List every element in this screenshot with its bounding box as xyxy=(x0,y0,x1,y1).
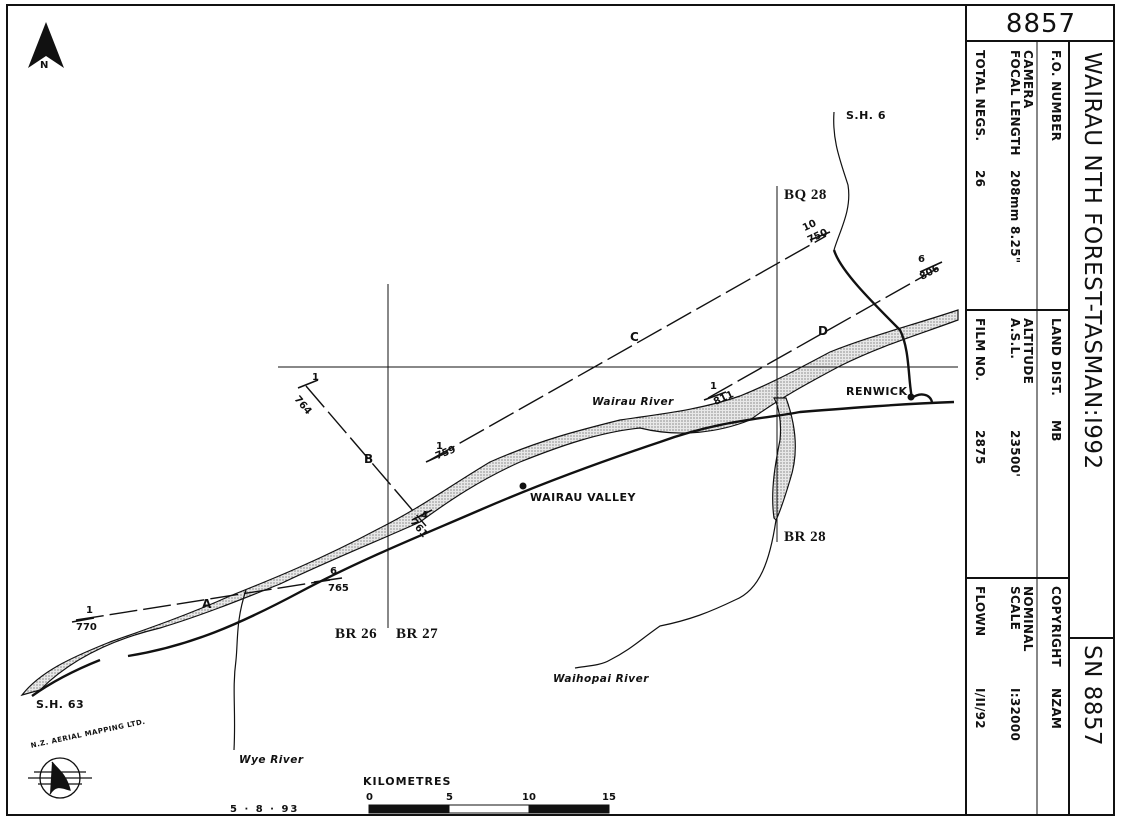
nominal-label: NOMINAL xyxy=(1021,586,1035,652)
scale-label: SCALE xyxy=(1008,586,1022,631)
sh6-road xyxy=(832,249,914,399)
run-b-start-frame: 1 xyxy=(312,372,319,383)
run-d-line xyxy=(707,267,939,399)
wye-river xyxy=(233,589,247,751)
grid-br27: BR 27 xyxy=(396,626,439,642)
run-d-end-frame: 6 xyxy=(918,254,925,265)
wairau-river xyxy=(20,309,959,697)
sh6-river xyxy=(833,111,850,251)
grid-lines xyxy=(278,186,958,628)
scale-tick-10: 10 xyxy=(522,792,536,803)
waihopai-river xyxy=(574,519,777,669)
copyright-value: NZAM xyxy=(1049,688,1063,730)
flown-label: FLOWN xyxy=(973,586,987,637)
total-negs-value: 26 xyxy=(973,170,987,188)
wye-river-label: Wye River xyxy=(239,754,304,766)
altitude-label: ALTITUDE xyxy=(1021,318,1035,385)
run-c-start-frame: 1 xyxy=(436,441,443,452)
land-dist-value: MB xyxy=(1049,420,1063,442)
aerial-mapping-logo xyxy=(28,757,92,799)
title-block-lines xyxy=(965,4,1115,816)
film-no-value: 2875 xyxy=(973,430,987,465)
run-d-label: D xyxy=(818,324,828,338)
grid-br26: BR 26 xyxy=(335,626,378,642)
run-b-end-frame: 4 xyxy=(421,510,428,521)
scale-title: KILOMETRES xyxy=(363,775,452,788)
film-no-label: FILM NO. xyxy=(973,318,987,382)
sheet-number: 8857 xyxy=(1005,9,1077,39)
north-label: N xyxy=(40,60,49,71)
camera-label: CAMERA xyxy=(1021,50,1035,109)
run-a-end-frame: 6 xyxy=(330,566,337,577)
grid-br28: BR 28 xyxy=(784,529,827,545)
scale-tick-15: 15 xyxy=(602,792,616,803)
run-a-label: A xyxy=(202,597,212,611)
wairau-valley-dot xyxy=(519,482,527,490)
sh6-label: S.H. 6 xyxy=(846,109,886,122)
wairau-river-label: Wairau River xyxy=(592,396,674,408)
renwick-label: RENWICK xyxy=(846,385,908,398)
scale-bar xyxy=(368,804,610,814)
run-a-start-neg: 770 xyxy=(76,622,97,633)
wairau-valley-label: WAIRAU VALLEY xyxy=(530,491,636,504)
roads xyxy=(31,249,955,697)
north-arrow-icon xyxy=(28,22,64,68)
flown-value: I/II/92 xyxy=(973,688,987,729)
altitude-value: 23500' xyxy=(1008,430,1022,478)
sheet-sn: SN 8857 xyxy=(1079,645,1105,747)
scale-tick-0: 0 xyxy=(366,792,373,803)
run-a-line xyxy=(75,579,331,621)
waihopai-river-band xyxy=(772,397,796,522)
run-a-end-neg: 765 xyxy=(328,583,349,594)
run-c-line xyxy=(429,235,827,461)
renwick-dot xyxy=(907,393,915,401)
scale-tick-5: 5 xyxy=(446,792,453,803)
sheet-title: WAIRAU NTH FOREST-TASMAN:I992 xyxy=(1079,52,1105,470)
waihopai-river-label: Waihopai River xyxy=(553,673,649,685)
run-c-label: C xyxy=(630,330,639,344)
flight-ticks xyxy=(71,231,943,623)
focal-length-label: FOCAL LENGTH xyxy=(1008,50,1022,156)
run-b-line xyxy=(305,385,427,527)
run-b-label: B xyxy=(364,452,374,466)
flight-lines xyxy=(75,235,939,621)
sh63-road xyxy=(31,658,101,697)
grid-bq28: BQ 28 xyxy=(784,187,827,203)
asl-label: A.S.L. xyxy=(1008,318,1022,360)
focal-length-value: 208mm 8.25" xyxy=(1008,170,1022,264)
total-negs-label: TOTAL NEGS. xyxy=(973,50,987,142)
minor-rivers xyxy=(233,111,850,751)
run-a-start-frame: 1 xyxy=(86,605,93,616)
map-frame xyxy=(6,4,1115,816)
fo-number-label: F.O. NUMBER xyxy=(1049,50,1063,142)
scale-value: I:32000 xyxy=(1008,688,1022,742)
land-dist-label: LAND DIST. xyxy=(1049,318,1063,397)
print-date: 5 · 8 · 93 xyxy=(230,804,300,815)
sh63-label: S.H. 63 xyxy=(36,698,85,711)
copyright-label: COPYRIGHT xyxy=(1049,586,1063,667)
run-d-start-frame: 1 xyxy=(710,381,717,392)
